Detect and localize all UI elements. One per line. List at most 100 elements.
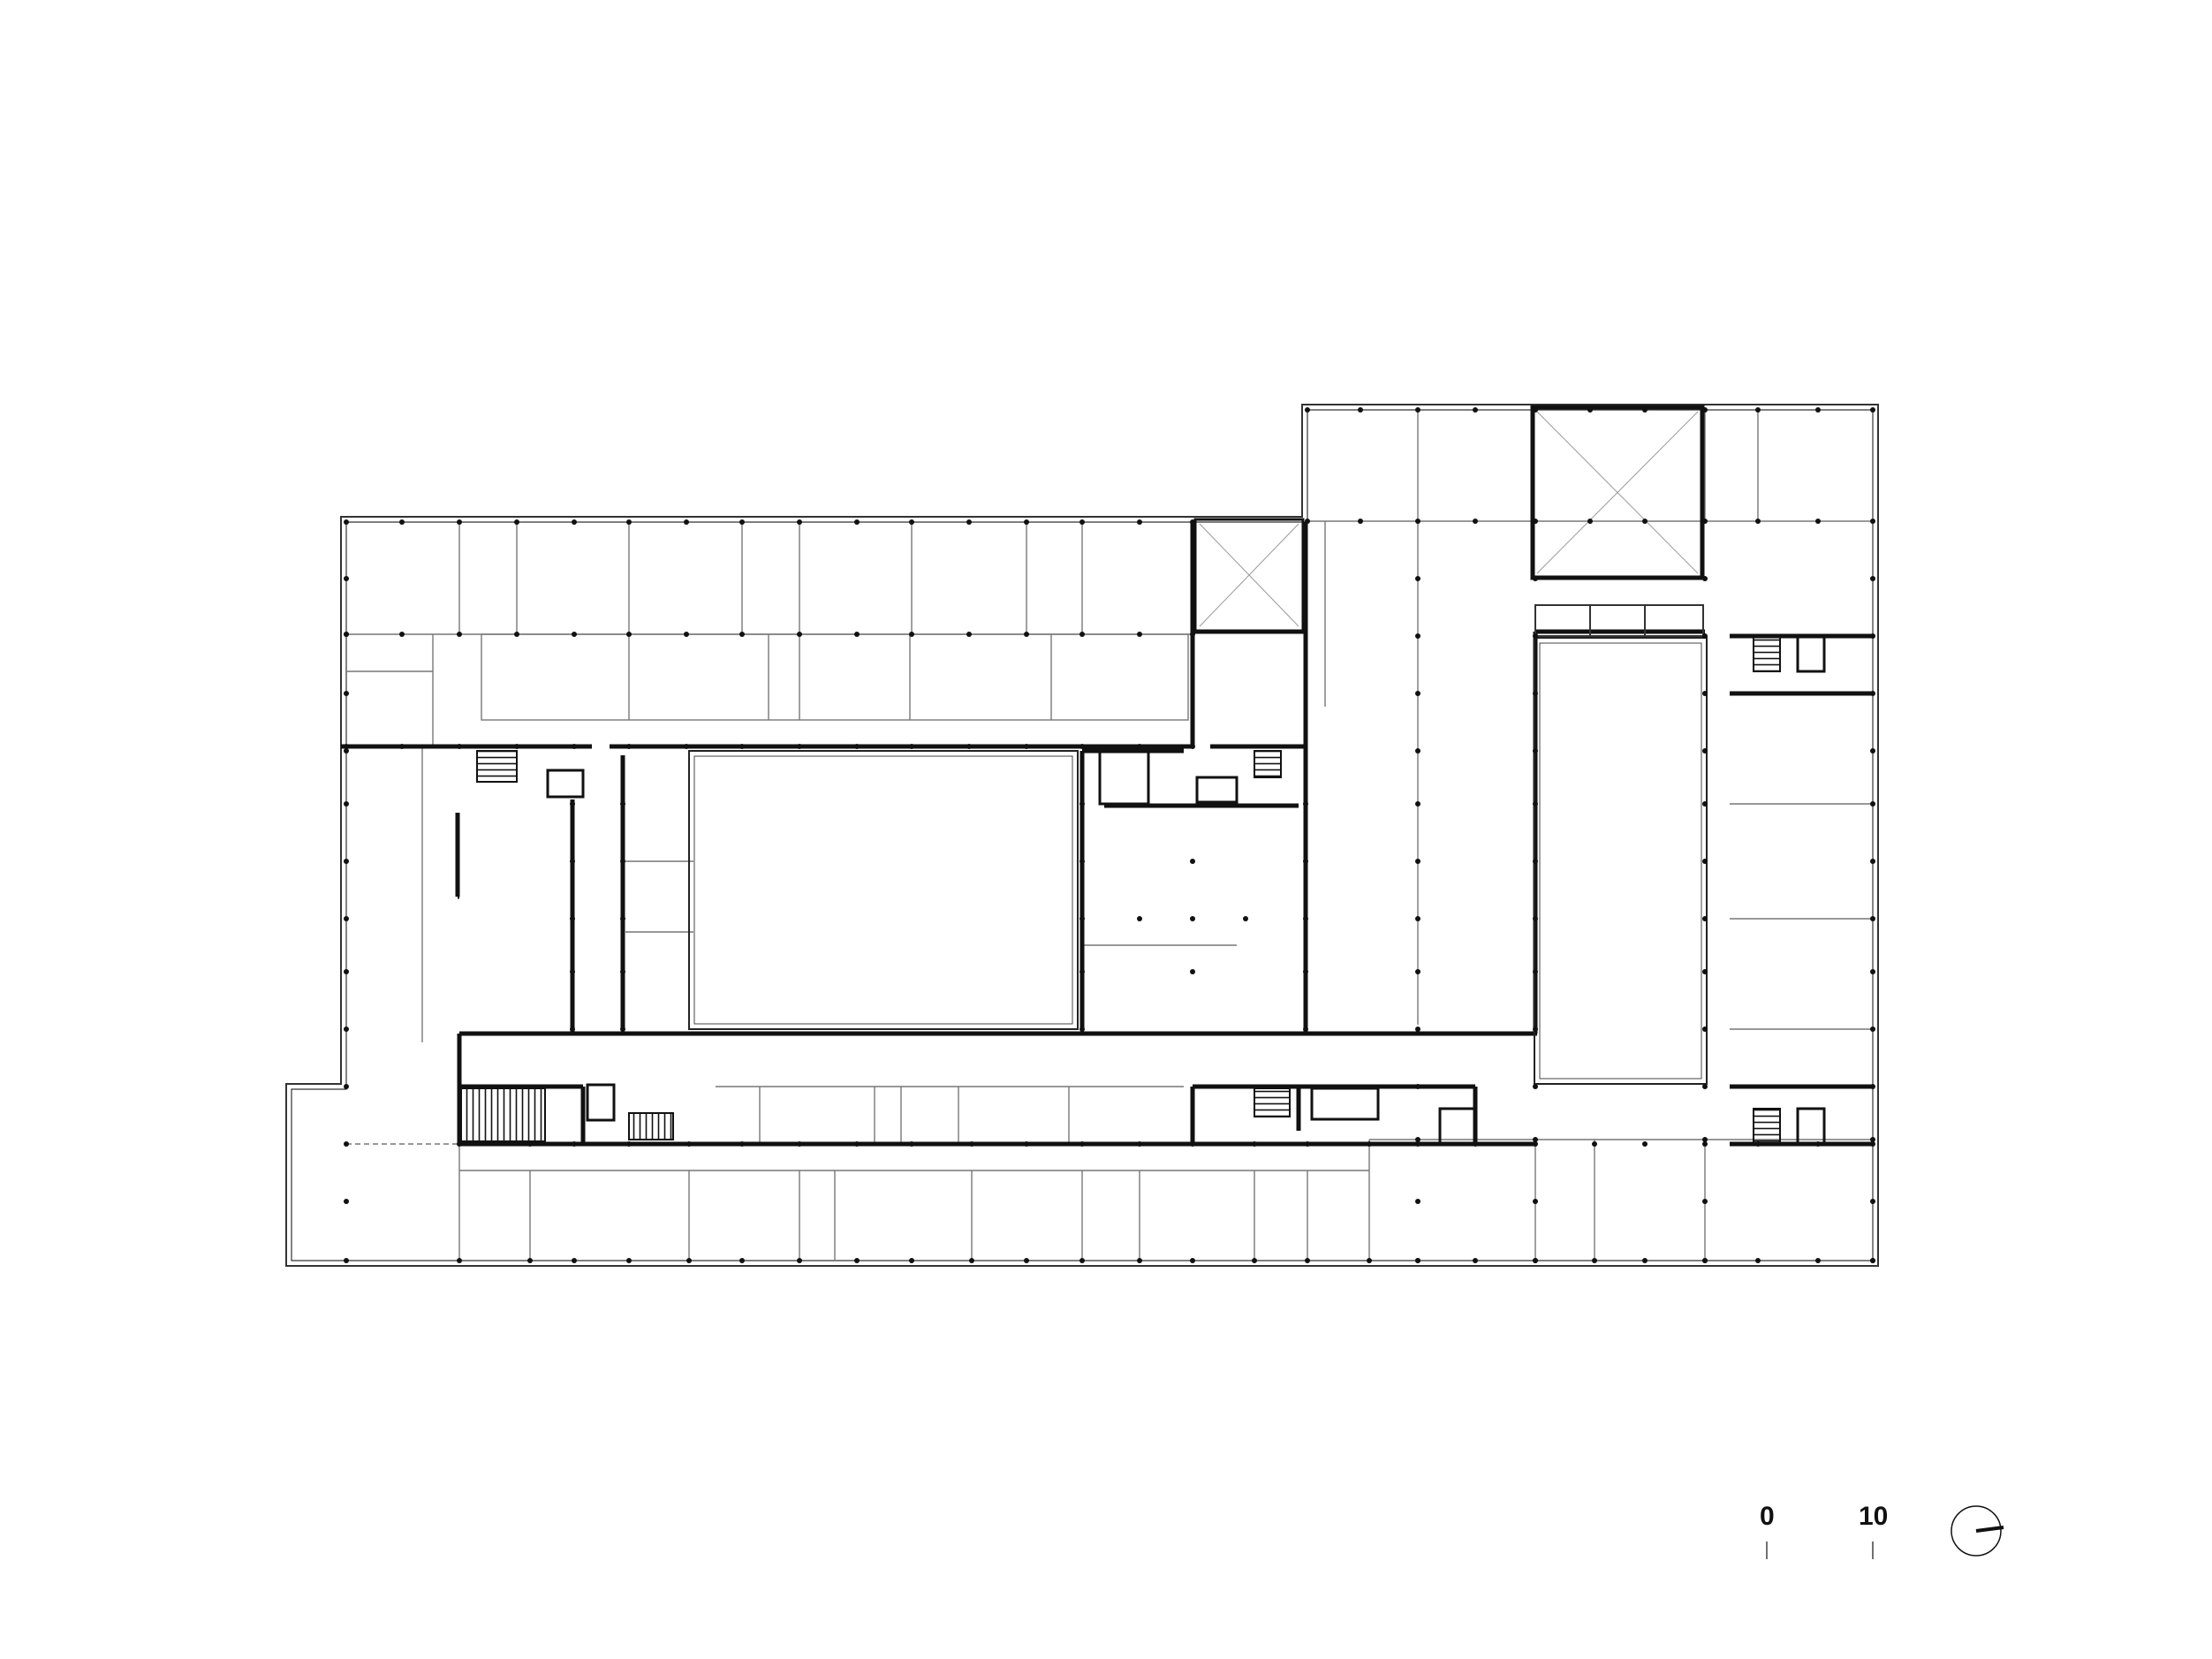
column-dot (344, 1084, 349, 1089)
column-dot (1870, 1258, 1875, 1263)
column-dot (1587, 407, 1593, 413)
column-dot (1305, 1141, 1310, 1147)
column-dot (1415, 1026, 1420, 1032)
column-dot (1702, 1137, 1708, 1142)
column-dot (1415, 748, 1420, 754)
column-dot (966, 519, 972, 525)
column-dot (1190, 859, 1195, 864)
column-dot (1415, 519, 1420, 524)
column-dot (344, 801, 349, 807)
column-dot (1702, 407, 1708, 413)
column-dot (344, 632, 349, 637)
column-dot (1079, 744, 1085, 749)
column-dot (1815, 519, 1821, 524)
column-dot (344, 1258, 349, 1263)
column-dot (1415, 691, 1420, 696)
column-dot (344, 859, 349, 864)
column-dot (1533, 1137, 1538, 1142)
column-dot (1024, 632, 1029, 637)
north-arrow-icon (1951, 1505, 2004, 1557)
column-dot (1137, 916, 1142, 921)
column-dot (457, 1258, 462, 1263)
column-dot (1642, 1258, 1648, 1263)
column-dot (527, 1141, 533, 1147)
scale-start-label: 0 (1760, 1502, 1775, 1531)
column-dot (1815, 1258, 1821, 1263)
column-dot (1702, 969, 1708, 974)
column-dot (344, 744, 349, 749)
column-dot (1642, 407, 1648, 413)
column-dot (1702, 1084, 1708, 1089)
column-dot (1305, 1258, 1310, 1263)
column-dot (1415, 633, 1420, 639)
column-dot (1533, 1141, 1538, 1147)
column-dot (514, 744, 519, 749)
column-dot (1702, 633, 1708, 639)
column-dot (854, 632, 860, 637)
column-dot (620, 969, 625, 974)
column-dot (797, 632, 802, 637)
column-dot (1079, 916, 1085, 921)
column-dot (1415, 1137, 1420, 1142)
column-dot (1305, 407, 1310, 413)
column-dot (797, 519, 802, 525)
column-dot (1415, 916, 1420, 921)
column-dot (1303, 1026, 1308, 1032)
column-dot (344, 576, 349, 581)
column-dot (854, 744, 860, 749)
column-dot (1870, 1137, 1875, 1142)
column-dot (1592, 1141, 1597, 1147)
column-dot (1415, 859, 1420, 864)
column-dot (1415, 407, 1420, 413)
column-dot (399, 744, 405, 749)
column-dot (1415, 576, 1420, 581)
column-dot (1755, 1141, 1761, 1147)
column-dot (1870, 1199, 1875, 1204)
column-dot (344, 916, 349, 921)
column-dot (1587, 519, 1593, 524)
column-dot (909, 744, 914, 749)
column-dot (1870, 801, 1875, 807)
column-dot (1870, 576, 1875, 581)
column-dot (570, 1026, 575, 1032)
column-dot (399, 519, 405, 525)
column-dot (909, 632, 914, 637)
column-dot (1137, 1258, 1142, 1263)
column-dot (1533, 1258, 1538, 1263)
column-dot (1870, 691, 1875, 696)
column-dot (344, 691, 349, 696)
column-dot (1252, 1141, 1257, 1147)
column-dot (626, 1258, 632, 1263)
column-dot (457, 744, 462, 749)
column-dot (854, 519, 860, 525)
scale-end-label: 10 (1859, 1502, 1889, 1531)
column-dot (1533, 407, 1538, 413)
column-dot (1533, 691, 1538, 696)
column-dot (620, 1026, 625, 1032)
column-dot (739, 632, 745, 637)
column-dot (1702, 691, 1708, 696)
column-dot (1815, 1141, 1821, 1147)
column-dot (1137, 519, 1142, 525)
column-dot (1870, 407, 1875, 413)
column-dot (797, 744, 802, 749)
column-dot (1024, 744, 1029, 749)
column-dot (966, 632, 972, 637)
column-dot (1533, 633, 1538, 639)
column-dot (1870, 916, 1875, 921)
column-dot (969, 1258, 974, 1263)
column-dot (620, 859, 625, 864)
column-dot (1592, 1258, 1597, 1263)
column-dot (1415, 801, 1420, 807)
column-dot (1533, 519, 1538, 524)
column-dot (1870, 969, 1875, 974)
column-dot (1367, 1258, 1372, 1263)
column-dot (684, 632, 689, 637)
column-dot (969, 1141, 974, 1147)
column-dot (1473, 519, 1478, 524)
column-dot (1024, 1258, 1029, 1263)
column-dot (1415, 1084, 1420, 1089)
column-dot (1079, 1141, 1085, 1147)
column-dot (854, 1141, 860, 1147)
